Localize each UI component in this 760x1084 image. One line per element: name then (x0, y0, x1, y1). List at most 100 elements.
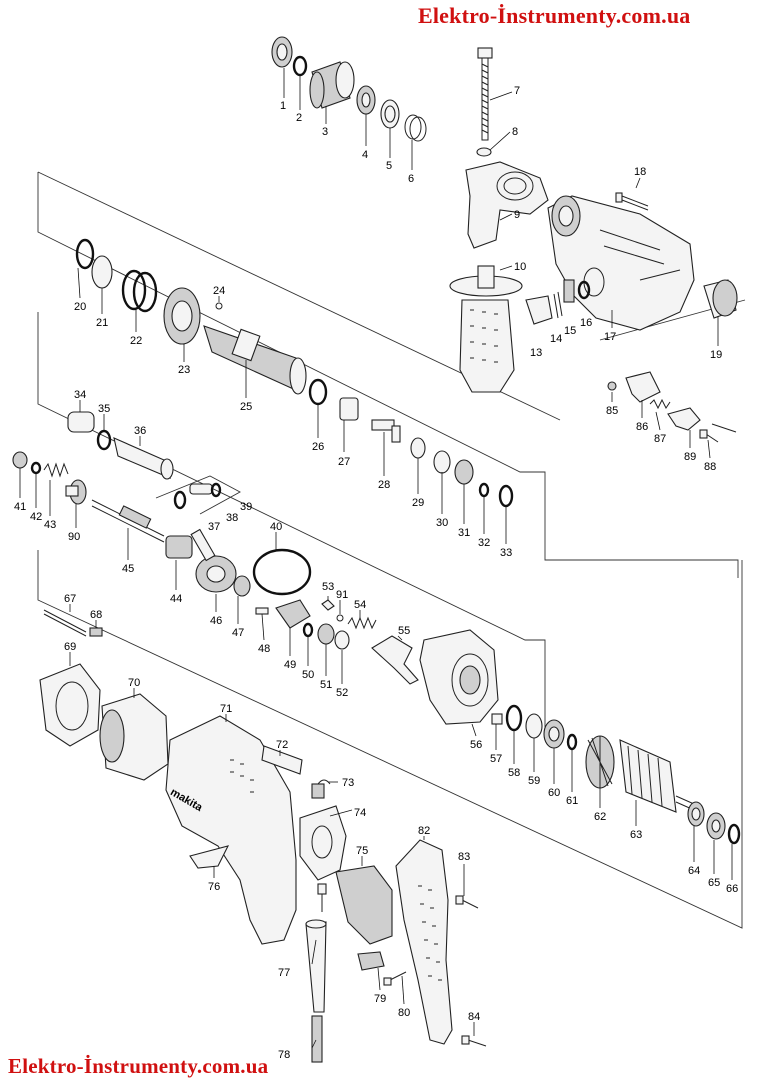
label-part-71: 71 (220, 703, 232, 715)
label-part-38: 38 (226, 512, 238, 524)
part-39 (210, 482, 222, 498)
part-55 (371, 635, 419, 685)
label-part-77: 77 (278, 967, 290, 979)
label-part-74: 74 (354, 807, 366, 819)
part-13 (525, 295, 553, 325)
label-part-84: 84 (468, 1011, 480, 1023)
part-61 (566, 733, 578, 751)
label-part-34: 34 (74, 389, 86, 401)
label-part-76: 76 (208, 881, 220, 893)
label-part-33: 33 (500, 547, 512, 559)
part-41 (12, 451, 28, 469)
part-38 (189, 483, 213, 495)
label-part-78: 78 (278, 1049, 290, 1061)
part-76-label (189, 845, 230, 869)
label-part-15: 15 (564, 325, 576, 337)
part-54-spring (347, 616, 377, 630)
part-27 (339, 397, 359, 421)
label-part-57: 57 (490, 753, 502, 765)
part-87-spring (649, 398, 671, 410)
part-75-switch (317, 865, 393, 945)
part-28 (371, 419, 401, 443)
label-part-48: 48 (258, 643, 270, 655)
part-50 (302, 622, 314, 638)
label-part-63: 63 (630, 829, 642, 841)
part-31 (454, 459, 474, 485)
part-34 (67, 411, 95, 433)
frame-group-37-39 (155, 475, 241, 515)
label-part-28: 28 (378, 479, 390, 491)
part-83-screw (455, 895, 479, 909)
part-62-gear (585, 735, 615, 789)
label-part-90: 90 (68, 531, 80, 543)
label-part-83: 83 (458, 851, 470, 863)
label-part-66: 66 (726, 883, 738, 895)
label-part-54: 54 (354, 599, 366, 611)
label-part-14: 14 (550, 333, 562, 345)
label-part-42: 42 (30, 511, 42, 523)
part-85 (607, 381, 617, 391)
part-79 (357, 951, 385, 971)
label-part-45: 45 (122, 563, 134, 575)
part-30 (433, 450, 451, 474)
label-part-16: 16 (580, 317, 592, 329)
label-part-68: 68 (90, 609, 102, 621)
label-part-56: 56 (470, 739, 482, 751)
part-32 (478, 482, 490, 498)
part-44 (165, 535, 193, 559)
label-part-49: 49 (284, 659, 296, 671)
part-68 (89, 627, 103, 637)
label-part-27: 27 (338, 456, 350, 468)
label-part-6: 6 (408, 173, 414, 185)
part-52 (334, 630, 350, 650)
part-3 (309, 61, 355, 109)
label-part-39: 39 (240, 501, 252, 513)
label-part-3: 3 (322, 126, 328, 138)
label-part-41: 41 (14, 501, 26, 513)
part-82-handle-cover (395, 839, 453, 1045)
label-part-19: 19 (710, 349, 722, 361)
part-71-housing: makita (165, 715, 297, 945)
label-part-2: 2 (296, 112, 302, 124)
label-part-26: 26 (312, 441, 324, 453)
label-part-18: 18 (634, 166, 646, 178)
part-56-gear-housing (419, 629, 499, 725)
part-72-label (261, 745, 303, 775)
watermark-bottom: Elektro-İnstrumenty.com.ua (8, 1054, 269, 1078)
label-part-70: 70 (128, 677, 140, 689)
part-19-ring (703, 279, 738, 319)
label-part-29: 29 (412, 497, 424, 509)
part-84-screw (461, 1035, 487, 1047)
part-47 (233, 575, 251, 597)
part-5 (380, 99, 400, 129)
label-part-24: 24 (213, 285, 225, 297)
label-part-79: 79 (374, 993, 386, 1005)
label-part-72: 72 (276, 739, 288, 751)
frame-motor-section (37, 550, 743, 929)
label-part-1: 1 (280, 100, 286, 112)
label-part-30: 30 (436, 517, 448, 529)
part-70-field (99, 693, 169, 781)
part-7-bolt (477, 47, 493, 141)
label-part-31: 31 (458, 527, 470, 539)
part-16 (577, 280, 591, 300)
part-57 (491, 713, 503, 725)
label-part-61: 61 (566, 795, 578, 807)
part-59 (525, 713, 543, 739)
part-2 (292, 55, 308, 77)
watermark-top: Elektro-İnstrumenty.com.ua (418, 3, 691, 28)
part-74-switch-plate (299, 805, 347, 881)
frame-barrel-section (37, 172, 739, 578)
part-42 (30, 461, 42, 475)
label-part-46: 46 (210, 615, 222, 627)
label-part-52: 52 (336, 687, 348, 699)
part-26 (308, 378, 328, 406)
label-part-59: 59 (528, 775, 540, 787)
frame-spindle-section (37, 312, 546, 740)
label-part-82: 82 (418, 825, 430, 837)
part-60-bearing (543, 719, 565, 749)
label-part-80: 80 (398, 1007, 410, 1019)
part-46 (190, 528, 237, 593)
label-part-21: 21 (96, 317, 108, 329)
label-part-9: 9 (514, 209, 520, 221)
